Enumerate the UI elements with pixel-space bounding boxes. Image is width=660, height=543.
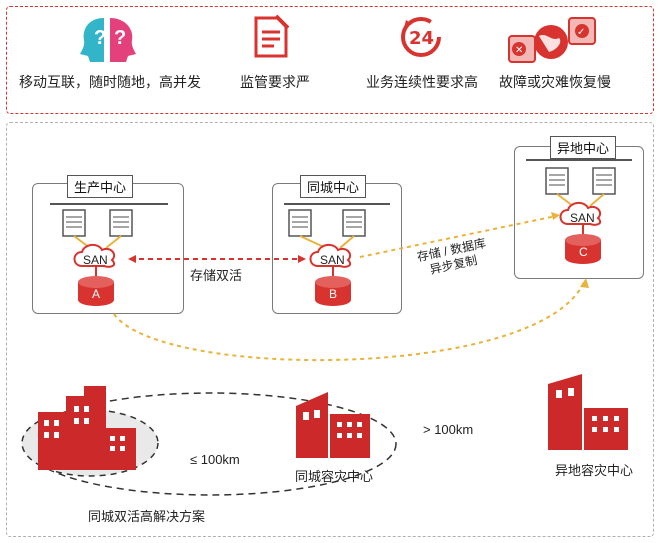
requirement-label-mobile: 移动互联，随时随地，高并发 bbox=[19, 74, 201, 90]
clock-24-icon: 24 bbox=[401, 17, 441, 57]
san-label-same-city: SAN bbox=[320, 253, 345, 267]
active-active-label: 存储双活 bbox=[190, 268, 243, 283]
distance-near-label: ≤ 100km bbox=[190, 452, 240, 467]
requirement-label-regulation: 监管要求严 bbox=[240, 74, 310, 90]
storage-cylinders bbox=[78, 234, 601, 306]
remote-dr-label: 异地容灾中心 bbox=[555, 463, 634, 478]
svg-text:24: 24 bbox=[409, 28, 434, 49]
svg-text:✕: ✕ bbox=[515, 45, 523, 56]
faces-icon: ? ? bbox=[80, 18, 136, 62]
production-buildings-icon bbox=[38, 386, 136, 470]
production-center-title: 生产中心 bbox=[66, 175, 134, 198]
svg-text:?: ? bbox=[94, 27, 106, 49]
same-city-dr-buildings-icon bbox=[296, 392, 370, 458]
san-label-remote: SAN bbox=[570, 211, 595, 225]
svg-text:✓: ✓ bbox=[577, 27, 585, 38]
requirements-panel bbox=[6, 6, 654, 114]
requirement-label-recovery: 故障或灾难恢复慢 bbox=[499, 74, 611, 90]
storage-label-c: C bbox=[579, 245, 588, 259]
requirement-label-continuity: 业务连续性要求高 bbox=[366, 74, 478, 90]
regulation-document-icon bbox=[254, 14, 290, 58]
storage-label-a: A bbox=[92, 287, 100, 301]
distance-far-label: > 100km bbox=[423, 422, 474, 437]
disaster-recovery-globe-icon: ✕ ✓ bbox=[508, 17, 596, 63]
remote-dr-buildings-icon bbox=[548, 374, 628, 450]
same-city-dr-label: 同城容灾中心 bbox=[295, 469, 374, 484]
server-icon bbox=[62, 209, 133, 237]
remote-center-title: 异地中心 bbox=[549, 136, 617, 159]
storage-label-b: B bbox=[329, 287, 337, 301]
architecture-panel bbox=[6, 122, 654, 537]
same-city-center-title: 同城中心 bbox=[299, 175, 367, 198]
solution-label: 同城双活高解决方案 bbox=[88, 509, 206, 524]
san-label-production: SAN bbox=[83, 253, 108, 267]
svg-text:?: ? bbox=[114, 27, 126, 49]
